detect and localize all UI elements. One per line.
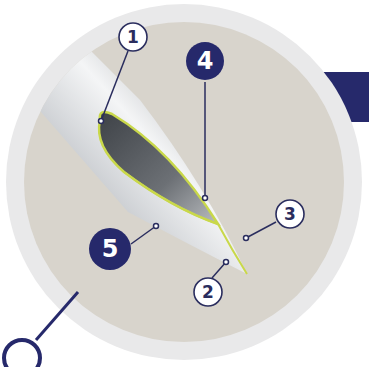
callout-shape <box>119 23 147 51</box>
needle <box>0 0 247 274</box>
callout-circle: 2 <box>193 277 223 307</box>
needle-shaft <box>0 0 247 274</box>
outer-ring <box>6 4 362 360</box>
callout-number: 4 <box>197 49 214 73</box>
callout-shape <box>194 278 222 306</box>
callout-number: 2 <box>202 284 214 301</box>
navy-connector <box>36 292 78 340</box>
callout-number: 3 <box>284 206 296 223</box>
callout-circle: 4 <box>185 41 225 81</box>
needle-bore <box>99 112 218 224</box>
callout-circle: 1 <box>118 22 148 52</box>
callout-number: 1 <box>127 29 139 46</box>
navy-ring <box>4 340 40 367</box>
callout-circle: 3 <box>275 199 305 229</box>
callout-number: 5 <box>102 237 119 261</box>
bevel-edge <box>124 172 247 274</box>
callout-circle: 5 <box>88 227 132 271</box>
callout-shape <box>186 42 224 80</box>
callout-shape <box>276 200 304 228</box>
callout-shape <box>89 228 131 270</box>
